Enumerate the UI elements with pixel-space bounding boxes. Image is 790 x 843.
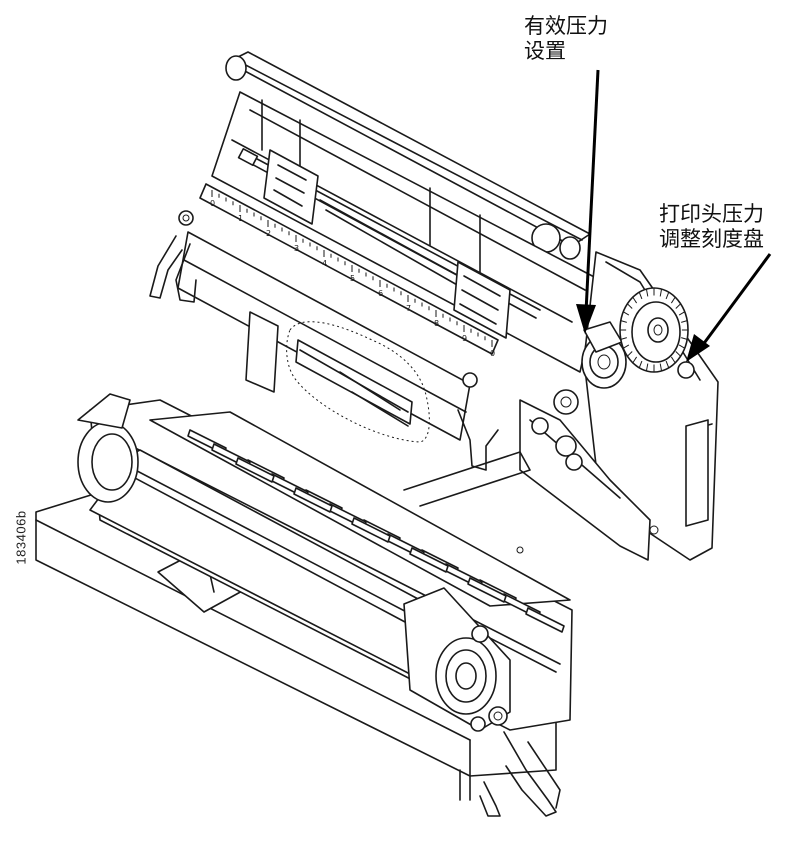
callout-arrow-effective-pressure <box>576 69 600 334</box>
scale-number: 7 <box>406 304 411 313</box>
dial-tooth <box>623 344 630 349</box>
dial-tooth <box>675 351 681 357</box>
dial-tooth <box>627 303 633 309</box>
dial-tooth <box>675 303 681 309</box>
scale-number: 8 <box>434 319 439 328</box>
pressure-dial <box>619 287 695 379</box>
platen-slot <box>467 577 507 603</box>
dial-tooth <box>623 311 630 316</box>
platen-slot <box>235 457 275 483</box>
dial-tooth <box>620 337 627 340</box>
dial-tooth <box>670 296 676 304</box>
dial-tooth <box>632 296 638 304</box>
scale-number: 2 <box>266 229 271 238</box>
callout-effective-pressure: 有效压力 设置 <box>524 14 608 63</box>
dial-tooth <box>645 288 649 297</box>
scale-number: 3 <box>294 244 299 253</box>
dial-tooth <box>665 291 670 300</box>
dial-tooth <box>670 356 676 364</box>
platen-slot <box>409 547 449 573</box>
dial-tooth <box>632 356 638 364</box>
scale-number: 0 <box>210 199 215 208</box>
scale-number: 9 <box>462 334 467 343</box>
dial-tooth <box>645 363 649 372</box>
callout-printhead-pressure-dial: 打印头压力 调整刻度盘 <box>659 202 764 251</box>
platen-assembly <box>35 393 573 817</box>
scale-number: 5 <box>350 274 355 283</box>
platen-slot <box>293 487 333 513</box>
scale-number: 1 <box>238 214 243 223</box>
dial-tooth <box>659 288 663 297</box>
platen-slot <box>525 607 565 633</box>
figure-id: 183406b <box>13 510 29 565</box>
dial-tooth <box>659 363 663 372</box>
scale-number: 4 <box>322 259 327 268</box>
dial-tooth <box>681 337 688 340</box>
callout-arrow-pressure-dial <box>686 253 772 362</box>
scale-number: 0 <box>490 349 495 358</box>
dial-tooth <box>665 360 670 369</box>
dial-tooth <box>678 344 685 349</box>
printhead-assembly: 0 1 2 3 4 5 6 7 8 9 0 <box>149 51 719 561</box>
platen-slot <box>351 517 391 543</box>
scale-number: 6 <box>378 289 383 298</box>
dial-tooth <box>681 320 688 323</box>
dial-tooth <box>638 291 643 300</box>
effective-pressure-knob <box>581 321 627 389</box>
dial-tooth <box>620 320 627 323</box>
dial-tooth <box>678 311 685 316</box>
dial-tooth <box>627 351 633 357</box>
dial-tooth <box>638 360 643 369</box>
